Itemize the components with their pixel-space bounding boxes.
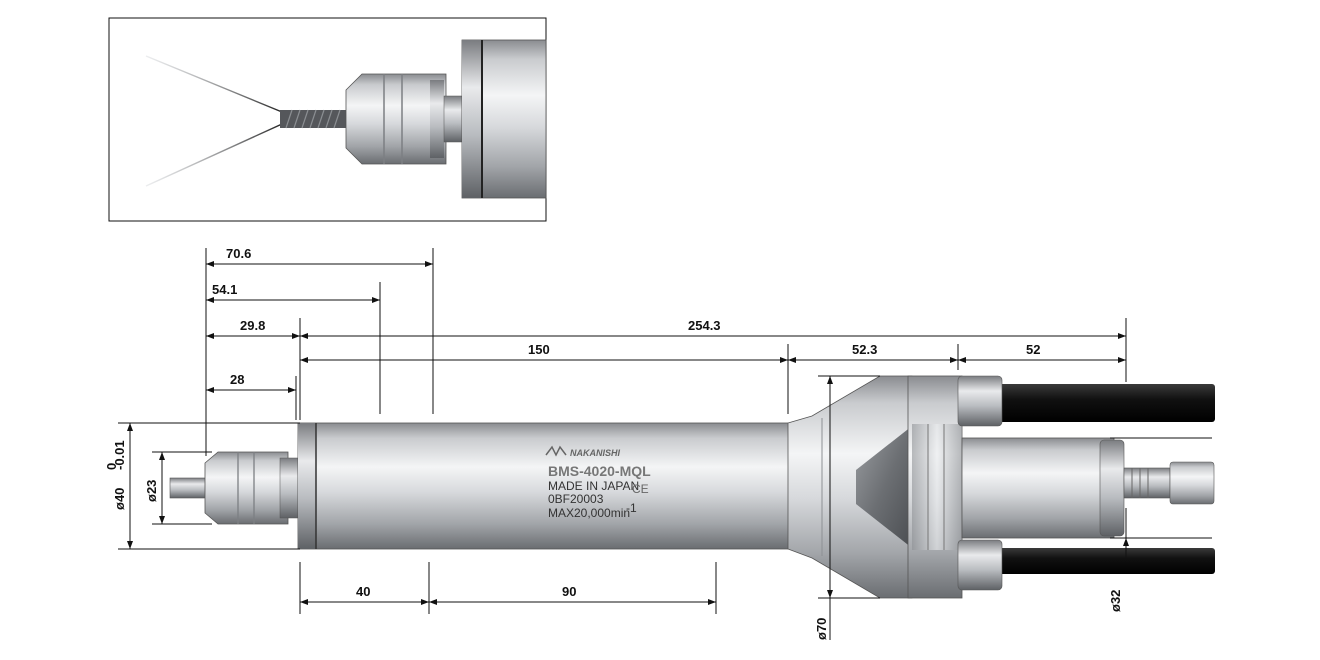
dia-40-tol-top: 0 [104,463,119,470]
speed-label: MAX20,000min [548,506,630,520]
dimension-arrows [127,261,1129,605]
hose-fitting-upper [957,375,1003,427]
end-mill-tool [280,110,348,128]
mist-line-upper [145,55,283,113]
collet-nut [204,451,289,525]
mist-line-lower [145,123,283,187]
motor-housing [961,437,1115,539]
dim-150: 150 [528,342,550,357]
inset-photo [108,17,547,222]
serial-label: 0BF20003 [548,492,604,506]
dia-70-label: ø70 [814,618,829,640]
inset-collet-nut [345,73,447,165]
air-hose-upper [990,384,1215,422]
model-label: BMS-4020-MQL [548,463,651,479]
spindle-cylinder [297,422,791,550]
dim-70-6: 70.6 [226,246,251,261]
dim-90: 90 [562,584,576,599]
dim-54-1: 54.1 [212,282,237,297]
dia-40-tol-bottom: -0.01 [112,440,127,470]
brand-label: NAKANISHI [570,448,621,458]
ce-mark: CE [632,482,649,496]
dimension-labels: 70.6 54.1 29.8 28 254.3 150 52.3 52 40 9… [104,246,1123,640]
dim-40: 40 [356,584,370,599]
dia-23-label: ø23 [144,480,159,502]
mql-fitting-nut [1169,461,1215,505]
hose-fitting-lower [957,539,1003,591]
spindle-body [169,375,1215,599]
dim-29-8: 29.8 [240,318,265,333]
mql-connector [1123,467,1171,499]
dim-28: 28 [230,372,244,387]
tool-shank [169,477,211,499]
product-label: NAKANISHI BMS-4020-MQL MADE IN JAPAN CE … [545,445,651,520]
nakanishi-logo-icon [545,445,567,457]
dim-52-3: 52.3 [852,342,877,357]
dim-52: 52 [1026,342,1040,357]
speed-unit-sup: -1 [626,501,637,515]
dim-254-3: 254.3 [688,318,721,333]
dia-32-label: ø32 [1108,590,1123,612]
air-hose-lower [990,548,1215,574]
dia-40-label: ø40 [112,488,127,510]
origin-label: MADE IN JAPAN [548,479,639,493]
